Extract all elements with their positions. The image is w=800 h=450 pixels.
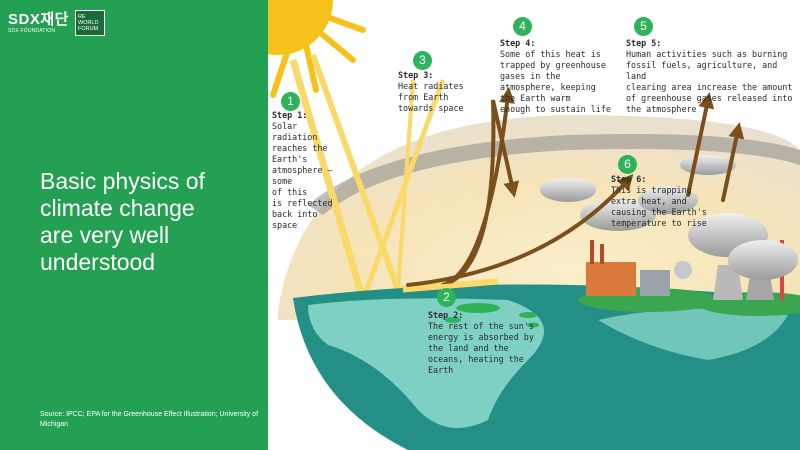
step-2-badge: 2: [437, 288, 456, 307]
reworld-forum-logo: RE WORLD FORUM: [75, 10, 105, 36]
step-3-text: Step 3: Heat radiates from Earth towards…: [398, 70, 488, 114]
logo-mark: SDX재단: [8, 12, 69, 28]
step-3-badge: 3: [413, 51, 432, 70]
step-body: Human activities such as burning fossil …: [626, 49, 798, 115]
step-4-badge: 4: [513, 17, 532, 36]
step-body: Heat radiates from Earth towards space: [398, 81, 488, 114]
step-1-badge: 1: [281, 92, 300, 111]
greenhouse-diagram: 1 2 3 4 5 6 Step 1: Solar radiation reac…: [268, 0, 800, 450]
step-body: The rest of the sun's energy is absorbed…: [428, 321, 568, 376]
step-6-text: Step 6: This is trapping extra heat, and…: [611, 174, 731, 229]
logo-box-line: FORUM: [78, 26, 102, 32]
logo-subtitle: SDX FOUNDATION: [8, 28, 69, 35]
sdx-logo: SDX재단 SDX FOUNDATION RE WORLD FORUM: [8, 10, 105, 36]
sdx-logo-wordmark: SDX재단 SDX FOUNDATION: [8, 12, 69, 35]
step-title: Step 4:: [500, 38, 630, 49]
step-title: Step 3:: [398, 70, 488, 81]
step-title: Step 5:: [626, 38, 798, 49]
title-panel: SDX재단 SDX FOUNDATION RE WORLD FORUM Basi…: [0, 0, 268, 450]
step-body: Solar radiation reaches the Earth's atmo…: [272, 121, 344, 231]
step-body: This is trapping extra heat, and causing…: [611, 185, 731, 229]
step-4-text: Step 4: Some of this heat is trapped by …: [500, 38, 630, 115]
headline: Basic physics of climate change are very…: [40, 168, 255, 276]
step-1-text: Step 1: Solar radiation reaches the Eart…: [272, 110, 344, 231]
step-2-text: Step 2: The rest of the sun's energy is …: [428, 310, 568, 376]
step-6-badge: 6: [618, 155, 637, 174]
step-title: Step 1:: [272, 110, 344, 121]
step-title: Step 2:: [428, 310, 568, 321]
step-5-text: Step 5: Human activities such as burning…: [626, 38, 798, 115]
step-5-badge: 5: [634, 17, 653, 36]
sun-icon: [268, 0, 363, 95]
step-title: Step 6:: [611, 174, 731, 185]
step-body: Some of this heat is trapped by greenhou…: [500, 49, 630, 115]
source-note: Source: IPCC; EPA for the Greenhouse Eff…: [40, 410, 265, 430]
